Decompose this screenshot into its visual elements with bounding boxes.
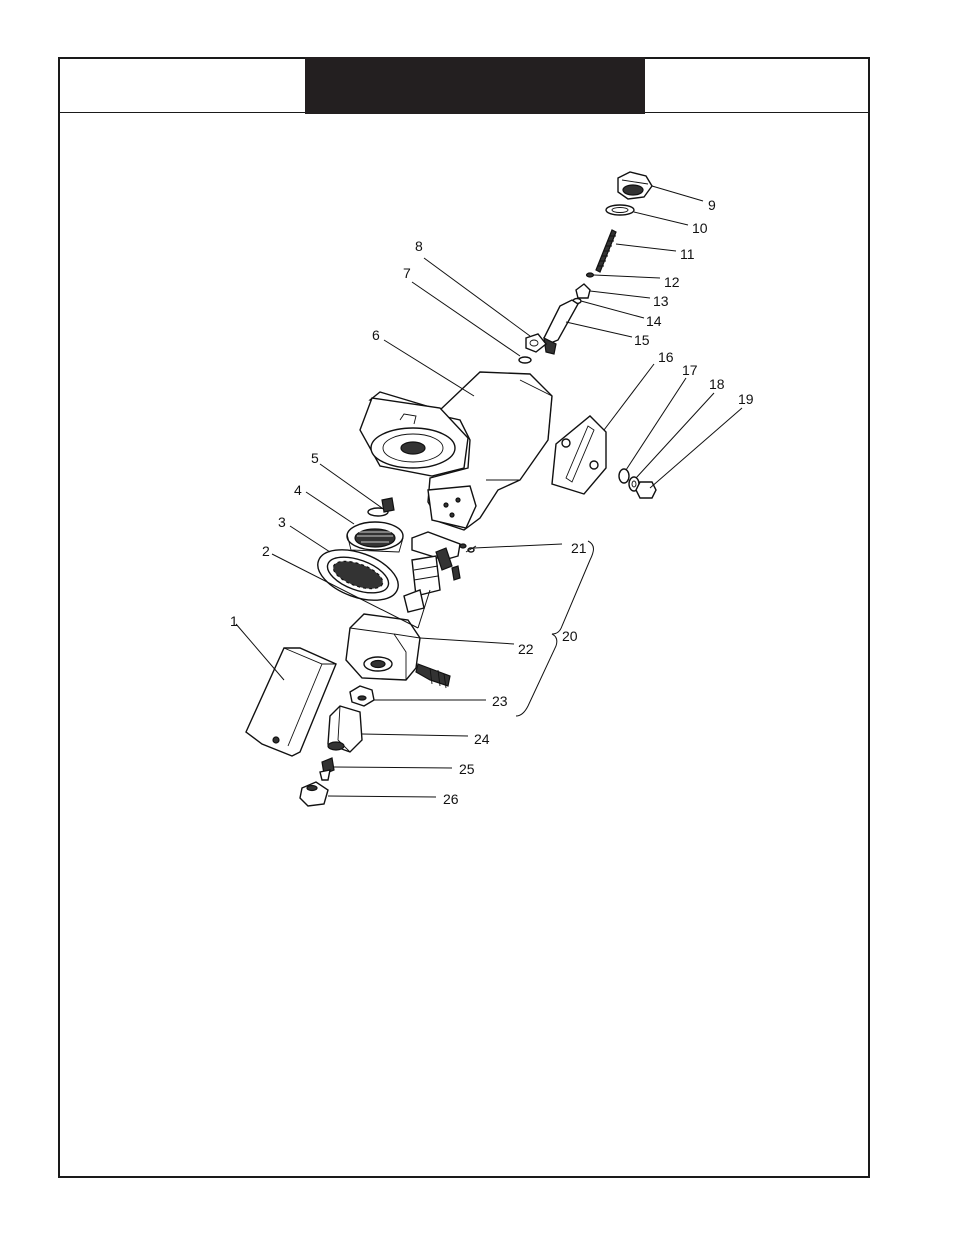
part-1-cover bbox=[245, 647, 337, 757]
leader-lines bbox=[235, 185, 743, 798]
label-24: 24 bbox=[474, 731, 490, 747]
part-22-solenoid bbox=[345, 613, 451, 689]
part-11-spring bbox=[595, 229, 617, 273]
label-25: 25 bbox=[459, 761, 475, 777]
part-9-cap bbox=[617, 171, 653, 200]
part-8-fitting bbox=[525, 333, 547, 353]
part-13-poppet bbox=[575, 283, 591, 299]
label-22: 22 bbox=[518, 641, 534, 657]
label-18: 18 bbox=[709, 376, 725, 392]
part-2-spool bbox=[403, 531, 461, 613]
label-1: 1 bbox=[230, 613, 238, 629]
part-12-o-ring bbox=[585, 272, 595, 278]
part-21-o-rings bbox=[459, 543, 467, 549]
label-6: 6 bbox=[372, 327, 380, 343]
part-5-fitting bbox=[367, 497, 395, 517]
part-19-nut bbox=[635, 481, 657, 499]
label-16: 16 bbox=[658, 349, 674, 365]
part-4-screen bbox=[346, 521, 404, 553]
label-7: 7 bbox=[403, 265, 411, 281]
label-20: 20 bbox=[562, 628, 578, 644]
label-21: 21 bbox=[571, 540, 587, 556]
label-9: 9 bbox=[708, 197, 716, 213]
callout-labels: 1 2 3 4 5 6 7 8 9 10 11 12 13 14 15 16 1… bbox=[230, 197, 754, 807]
label-5: 5 bbox=[311, 450, 319, 466]
label-13: 13 bbox=[653, 293, 669, 309]
part-24-armature bbox=[327, 705, 363, 753]
label-10: 10 bbox=[692, 220, 708, 236]
label-4: 4 bbox=[294, 482, 302, 498]
part-26-knob bbox=[299, 781, 329, 807]
label-14: 14 bbox=[646, 313, 662, 329]
label-23: 23 bbox=[492, 693, 508, 709]
label-17: 17 bbox=[682, 362, 698, 378]
part-7-washer bbox=[518, 356, 532, 364]
label-2: 2 bbox=[262, 543, 270, 559]
part-25-plunger bbox=[319, 757, 335, 781]
part-17-washer bbox=[618, 468, 630, 484]
label-12: 12 bbox=[664, 274, 680, 290]
label-3: 3 bbox=[278, 514, 286, 530]
part-6-housing bbox=[359, 371, 553, 531]
label-8: 8 bbox=[415, 238, 423, 254]
label-19: 19 bbox=[738, 391, 754, 407]
label-26: 26 bbox=[443, 791, 459, 807]
part-10-washer bbox=[605, 204, 635, 216]
label-15: 15 bbox=[634, 332, 650, 348]
label-11: 11 bbox=[680, 246, 695, 262]
part-16-plate bbox=[551, 415, 607, 495]
part-15-tube bbox=[543, 299, 579, 355]
title-bar bbox=[305, 57, 645, 114]
